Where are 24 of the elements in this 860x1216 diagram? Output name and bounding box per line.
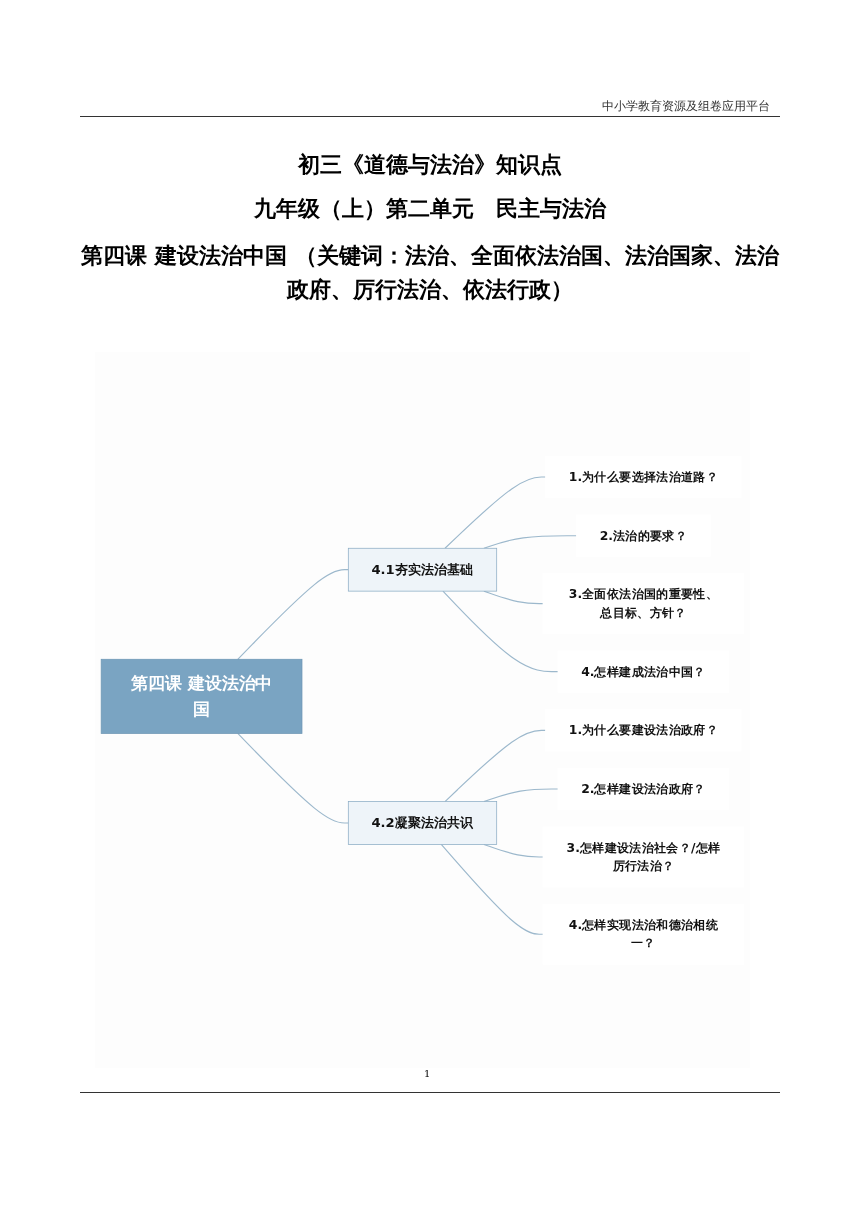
node-text: 3.全面依法治国的重要性、总目标、方针？ bbox=[568, 586, 719, 620]
connector bbox=[237, 568, 349, 660]
title: 初三《道德与法治》知识点 bbox=[297, 150, 563, 179]
connector bbox=[444, 476, 547, 549]
connector bbox=[483, 590, 544, 604]
node-text: 2.怎样建设法治政府？ bbox=[581, 781, 706, 796]
connector bbox=[444, 729, 547, 802]
node-text: 2.法治的要求？ bbox=[599, 527, 688, 543]
lesson-heading: 第四课 建设法治中国 （关键词：法治、全面依法治国、法治国家、法治政府、厉行法治、依法行政） bbox=[80, 241, 780, 304]
node-text: 1.为什么要选择法治道路？ bbox=[568, 469, 719, 484]
connector bbox=[442, 590, 559, 672]
node-text: 3.怎样建设法治社会？/怎样厉行法治？ bbox=[566, 839, 721, 873]
node-box: 4.2凝聚法治共识 bbox=[347, 800, 498, 845]
node-text: 1.为什么要建设法治政府？ bbox=[568, 722, 719, 738]
node-text: 4.怎样建成法治中国？ bbox=[581, 663, 706, 679]
subtitle: 九年级（上）第二单元 民主与法治 bbox=[253, 194, 608, 223]
node-box: 第四课 建设法治中国 bbox=[100, 658, 303, 734]
header-text: 中小学教育资源及组卷应用平台 bbox=[602, 98, 770, 115]
connector bbox=[237, 732, 349, 824]
node-text: 4.怎样实现法治和德治相统一？ bbox=[568, 916, 719, 951]
connector bbox=[440, 843, 544, 935]
connector bbox=[483, 534, 578, 549]
node-box: 4.1夯实法治基础 bbox=[347, 547, 498, 592]
page-number: 1 bbox=[424, 1068, 431, 1079]
